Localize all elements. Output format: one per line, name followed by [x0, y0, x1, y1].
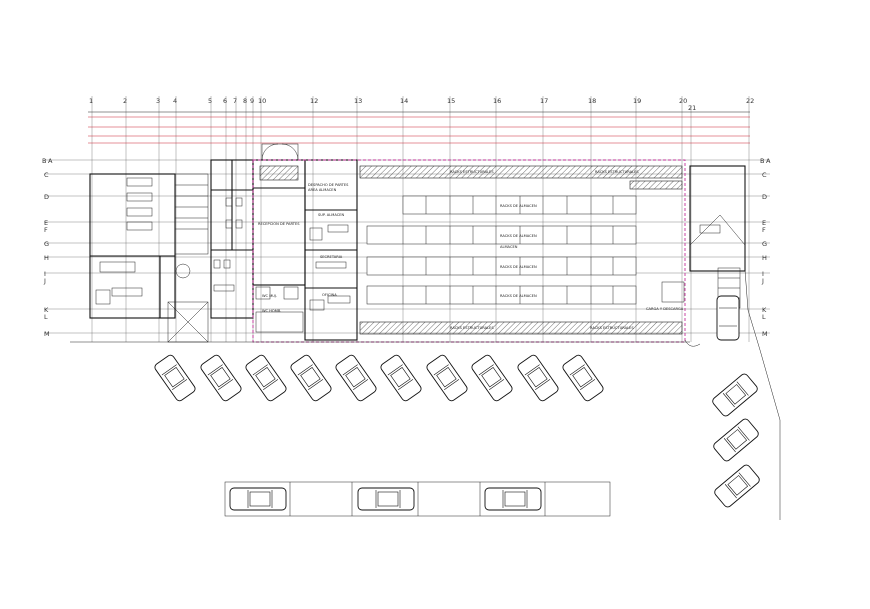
car-icon — [245, 354, 287, 402]
car-icon — [714, 464, 760, 508]
warehouse-hall — [252, 159, 686, 343]
car-icon — [154, 354, 196, 402]
row-label: H — [44, 254, 49, 262]
col-label: 17 — [540, 97, 548, 105]
room-label: DESPACHO DE PARTES — [308, 183, 349, 187]
col-label: 1 — [89, 97, 93, 105]
car-icon — [517, 354, 559, 402]
room-label: SECRETARIA — [320, 255, 343, 259]
row-label: G — [44, 240, 49, 248]
room-label: AREA ALMACEN — [308, 188, 337, 192]
col-label: 5 — [208, 97, 212, 105]
col-label: 4 — [173, 97, 177, 105]
row-label: C — [762, 171, 767, 179]
room-labels: RACKS DE ALMACEN RACKS DE ALMACEN RACKS … — [258, 170, 684, 330]
row-label: F — [44, 226, 48, 234]
row-label: M — [762, 330, 768, 338]
row-label: J — [43, 277, 46, 285]
room-label: WC HOMB. — [262, 309, 281, 313]
col-label: 13 — [354, 97, 362, 105]
row-label: A — [48, 157, 53, 165]
loading-area — [661, 165, 781, 520]
row-label: E — [762, 219, 766, 227]
car-icon — [471, 354, 513, 402]
vertical-grid-lines — [91, 96, 750, 342]
col-label: 16 — [493, 97, 501, 105]
corridor-label: RACKS ESTRUCTURALES — [595, 170, 639, 174]
col-label: 19 — [633, 97, 641, 105]
col-label: 20 — [679, 97, 687, 105]
room-label: WC MUJ. — [262, 294, 277, 298]
row-label: E — [44, 219, 48, 227]
rack-row — [366, 225, 637, 245]
row-label: L — [762, 313, 766, 321]
rack-label: RACKS DE ALMACEN — [500, 294, 537, 298]
row-label: I — [762, 270, 764, 278]
corridor-label: RACKS ESTRUCTURALES — [590, 326, 634, 330]
corridor-label: RACKS ESTRUCTURALES — [450, 326, 494, 330]
car-icon — [713, 418, 759, 462]
row-label: A — [766, 157, 771, 165]
office-block — [89, 173, 209, 343]
corridor-label: RACKS ESTRUCTURALES — [450, 170, 494, 174]
row-label: G — [762, 240, 767, 248]
car-icon — [200, 354, 242, 402]
row-label: K — [762, 306, 767, 314]
row-label: D — [44, 193, 49, 201]
car-icon — [712, 373, 758, 417]
col-label: 8 — [243, 97, 247, 105]
col-label: 15 — [447, 97, 455, 105]
car-icon — [380, 354, 422, 402]
rack-row — [402, 195, 637, 215]
row-label: D — [762, 193, 767, 201]
col-label: 6 — [223, 97, 227, 105]
car-icon — [335, 354, 377, 402]
car-icon — [484, 487, 542, 511]
row-label: H — [762, 254, 767, 262]
col-label: 22 — [746, 97, 754, 105]
col-label: 3 — [156, 97, 160, 105]
dimension-lines-top — [88, 111, 750, 144]
row-label: M — [44, 330, 50, 338]
car-icon — [357, 487, 415, 511]
row-label: J — [761, 277, 764, 285]
row-label: K — [44, 306, 49, 314]
parking-row-angled — [154, 354, 604, 402]
rack-label: RACKS DE ALMACEN — [500, 204, 537, 208]
racks — [366, 195, 637, 305]
car-icon — [229, 487, 287, 511]
room-label: CARGA Y DESCARGA — [646, 307, 684, 311]
column-grid-labels: 1 2 3 4 5 6 7 8 9 10 12 13 14 15 16 17 1… — [89, 97, 754, 112]
rack-row — [366, 285, 637, 305]
col-label: 14 — [400, 97, 408, 105]
interior-offices — [252, 159, 358, 341]
col-label: 18 — [588, 97, 596, 105]
parking-bottom — [224, 481, 611, 517]
row-label: B — [42, 157, 46, 165]
col-label: 9 — [250, 97, 254, 105]
car-icon — [716, 295, 740, 341]
room-label: OFICINA — [322, 293, 337, 297]
room-label: SUP. ALMACEN — [318, 213, 345, 217]
row-label: I — [44, 270, 46, 278]
row-label: F — [762, 226, 766, 234]
row-label: B — [760, 157, 764, 165]
rack-row — [366, 256, 637, 276]
col-label: 7 — [233, 97, 237, 105]
car-icon — [426, 354, 468, 402]
rack-label: RACKS DE ALMACEN — [500, 234, 537, 238]
col-label: 10 — [258, 97, 266, 105]
col-label: 2 — [123, 97, 127, 105]
room-label: RECEPCION DE PARTES — [258, 222, 300, 226]
col-label: 21 — [688, 104, 696, 112]
room-label: ALMACEN — [500, 245, 518, 249]
row-label: C — [44, 171, 49, 179]
col-label: 12 — [310, 97, 318, 105]
rack-label: RACKS DE ALMACEN — [500, 265, 537, 269]
car-icon — [290, 354, 332, 402]
row-label: L — [44, 313, 48, 321]
parking-right — [712, 295, 760, 508]
car-icon — [562, 354, 604, 402]
